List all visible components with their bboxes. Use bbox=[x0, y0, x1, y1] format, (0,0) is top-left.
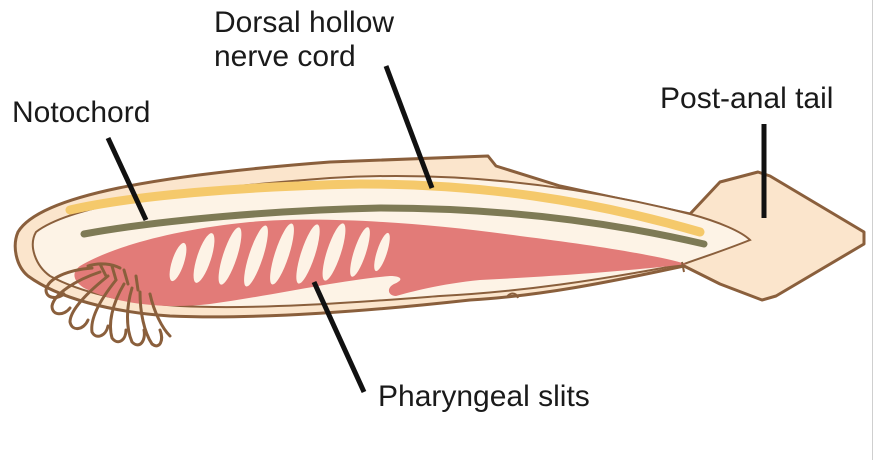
anus-notch bbox=[681, 261, 685, 273]
dorsal-nerve-cord-label: Dorsal hollow nerve cord bbox=[214, 6, 434, 74]
pharyngeal-slits-label: Pharyngeal slits bbox=[378, 380, 590, 413]
slit-7 bbox=[322, 223, 346, 281]
nerve-cord-shape bbox=[65, 179, 705, 237]
slit-4 bbox=[244, 225, 268, 287]
right-border bbox=[872, 0, 873, 460]
dorsal-label-line-1: Dorsal hollow bbox=[214, 6, 395, 39]
pointer-slits bbox=[311, 280, 367, 394]
pointer-lines bbox=[105, 65, 767, 394]
slit-9 bbox=[374, 232, 390, 272]
slit-3 bbox=[218, 227, 242, 285]
dorsal-label-line-2: nerve cord bbox=[214, 40, 356, 73]
post-anal-tail-label: Post-anal tail bbox=[660, 82, 834, 115]
pointer-nerve-cord bbox=[383, 65, 435, 189]
slit-2 bbox=[193, 233, 215, 283]
pharyngeal-slits bbox=[169, 223, 390, 287]
pointer-notochord bbox=[105, 136, 149, 222]
notochord-label: Notochord bbox=[12, 96, 151, 129]
slit-5 bbox=[270, 223, 294, 285]
slit-1 bbox=[169, 242, 187, 282]
ventral-bump bbox=[505, 292, 519, 299]
oral-tentacles bbox=[44, 262, 172, 348]
notochord-shape bbox=[80, 204, 708, 248]
slit-6 bbox=[296, 224, 320, 284]
slit-8 bbox=[350, 227, 370, 277]
